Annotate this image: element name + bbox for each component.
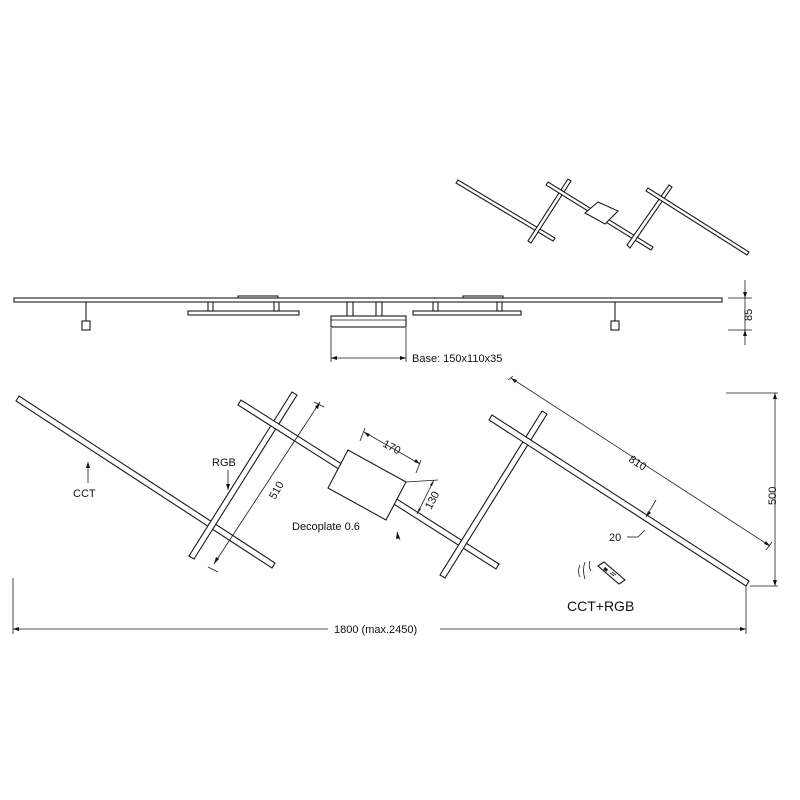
side-main-bar (13, 297, 723, 303)
side-base (330, 315, 407, 328)
side-dropper-left-end (81, 320, 91, 331)
side-connector (237, 295, 279, 299)
perspective-view (455, 178, 750, 256)
decoplate-label: Decoplate 0.6 (292, 521, 360, 533)
remote-control-icon (578, 560, 626, 585)
cross-bar-right (439, 410, 548, 579)
remote-mode-label: CCT+RGB (567, 598, 634, 614)
side-lower-bar-right (412, 310, 522, 316)
dim-170-label: 170 (381, 438, 403, 457)
perspective-cross-left (527, 178, 572, 244)
side-connector (496, 301, 503, 312)
side-connector (207, 301, 214, 312)
cct-label: CCT (73, 488, 96, 500)
side-connector (273, 301, 280, 312)
base-size-label: Base: 150x110x35 (412, 353, 502, 365)
dim-510-label: 510 (267, 480, 287, 502)
perspective-base (584, 201, 619, 225)
side-connector (462, 295, 504, 299)
rgb-label: RGB (212, 457, 236, 469)
side-view: Base: 150x110x35 85 (13, 280, 755, 365)
top-view (15, 391, 750, 587)
perspective-bar-left (455, 179, 556, 242)
dim-810-label: 810 (626, 453, 648, 473)
dim-500-label: 500 (767, 487, 779, 505)
dim-130-label: 130 (423, 490, 442, 512)
height-label: 85 (743, 309, 755, 321)
side-lower-bar-left (187, 310, 300, 316)
cross-bar-left (188, 391, 298, 560)
side-dropper-right-end (610, 320, 620, 331)
perspective-bar-right (645, 187, 750, 256)
light-bar-right (488, 414, 750, 587)
perspective-cross-right (626, 184, 673, 249)
total-width-label: 1800 (max.2450) (334, 624, 417, 636)
top-view-annotations: CCT RGB 510 170 130 Decoplate 0.6 (12, 375, 779, 636)
dim-20-label: 20 (609, 532, 621, 544)
base-plate (327, 449, 407, 521)
side-connector (432, 301, 439, 312)
